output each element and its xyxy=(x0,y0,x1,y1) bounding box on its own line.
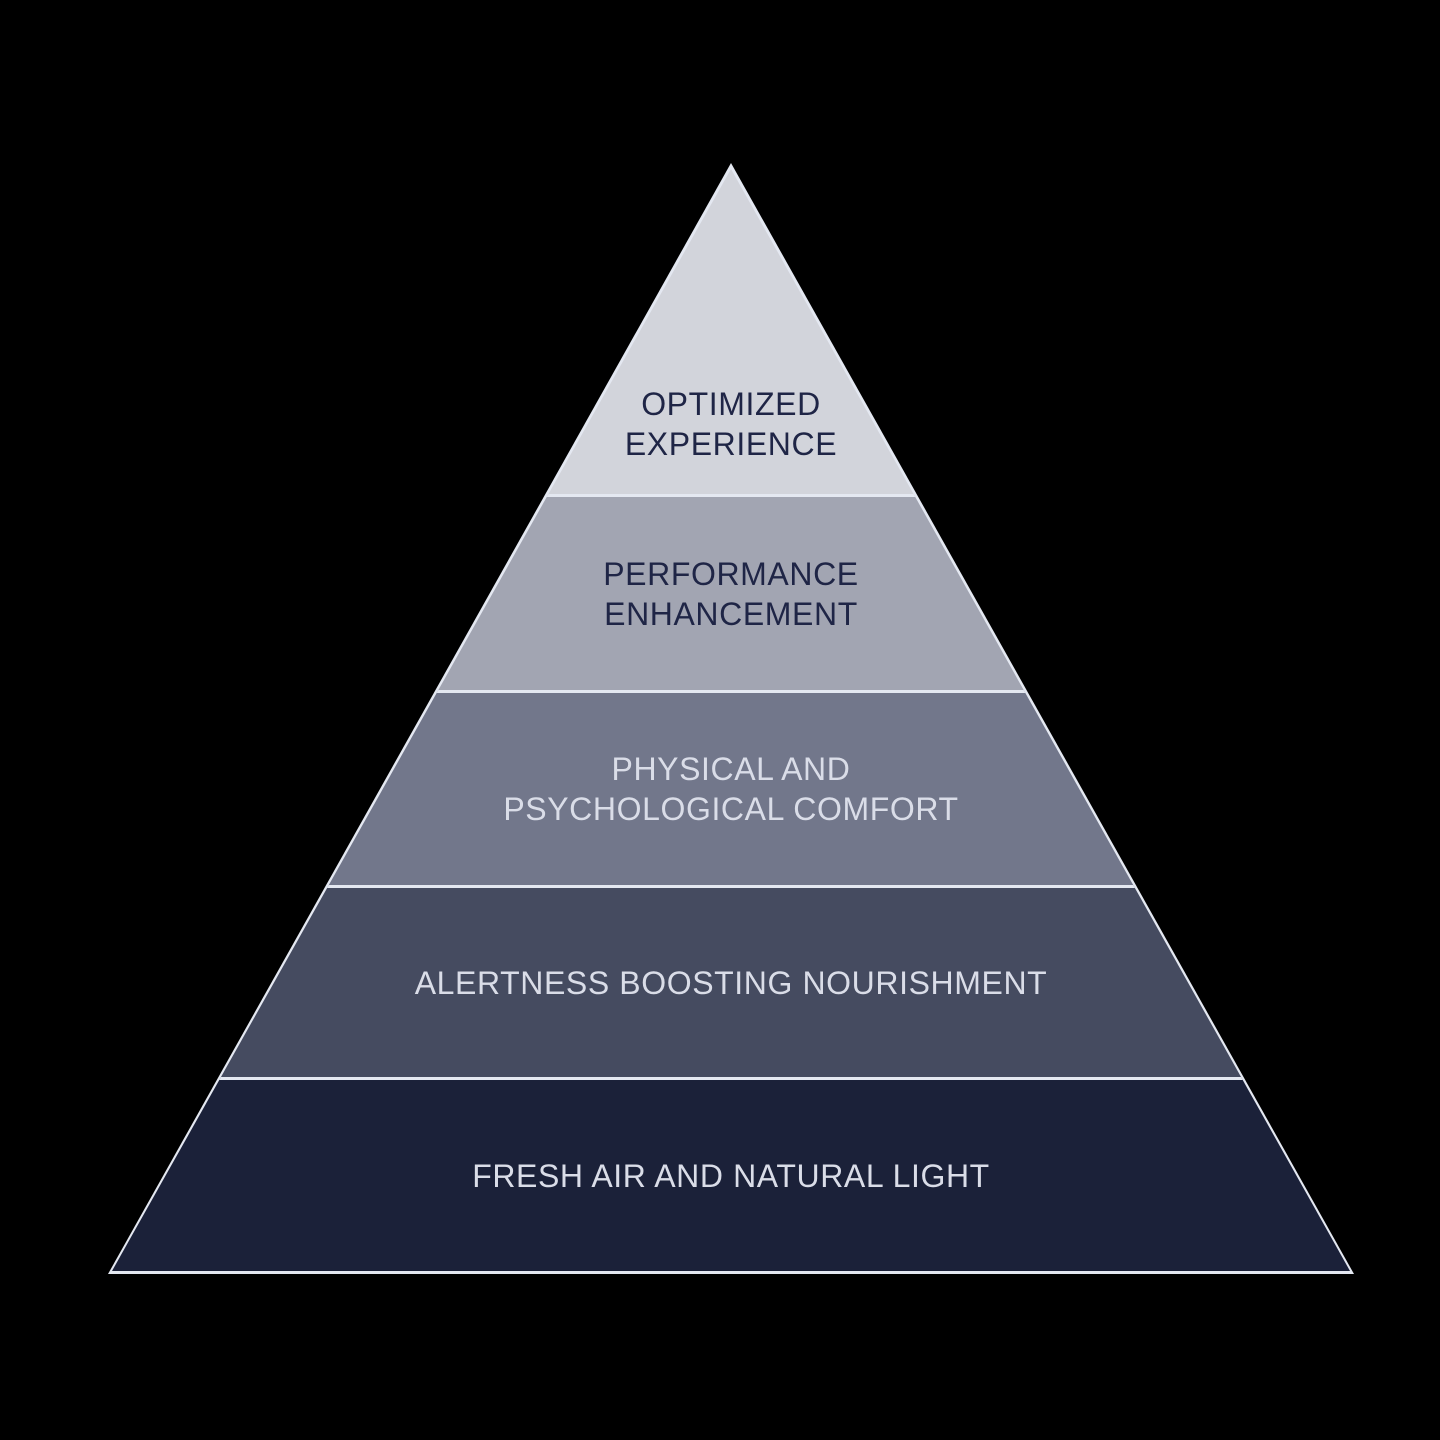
pyramid-level-1-label: OPTIMIZED EXPERIENCE xyxy=(112,384,1350,464)
pyramid-levels: OPTIMIZED EXPERIENCE PERFORMANCE ENHANCE… xyxy=(112,169,1350,1271)
pyramid-level-3-label: PHYSICAL AND PSYCHOLOGICAL COMFORT xyxy=(112,749,1350,829)
pyramid-level-5-label: FRESH AIR AND NATURAL LIGHT xyxy=(112,1156,1350,1196)
pyramid-level-2-label: PERFORMANCE ENHANCEMENT xyxy=(112,554,1350,634)
pyramid: OPTIMIZED EXPERIENCE PERFORMANCE ENHANCE… xyxy=(108,163,1354,1274)
level-4-line-1: ALERTNESS BOOSTING NOURISHMENT xyxy=(414,964,1048,1001)
level-3-line-2: PSYCHOLOGICAL COMFORT xyxy=(503,791,959,827)
pyramid-level-2: PERFORMANCE ENHANCEMENT xyxy=(112,494,1350,690)
level-2-line-1: PERFORMANCE xyxy=(603,555,859,592)
pyramid-level-3: PHYSICAL AND PSYCHOLOGICAL COMFORT xyxy=(112,690,1350,885)
pyramid-level-1: OPTIMIZED EXPERIENCE xyxy=(112,169,1350,494)
level-3-line-1: PHYSICAL AND xyxy=(611,751,851,787)
level-5-line-1: FRESH AIR AND NATURAL LIGHT xyxy=(472,1157,990,1194)
pyramid-level-4-label: ALERTNESS BOOSTING NOURISHMENT xyxy=(112,963,1350,1003)
level-1-line-2: EXPERIENCE xyxy=(624,426,838,462)
pyramid-level-4: ALERTNESS BOOSTING NOURISHMENT xyxy=(112,885,1350,1077)
level-2-line-2: ENHANCEMENT xyxy=(604,595,858,632)
pyramid-level-5: FRESH AIR AND NATURAL LIGHT xyxy=(112,1077,1350,1271)
level-1-line-1: OPTIMIZED xyxy=(641,386,821,422)
